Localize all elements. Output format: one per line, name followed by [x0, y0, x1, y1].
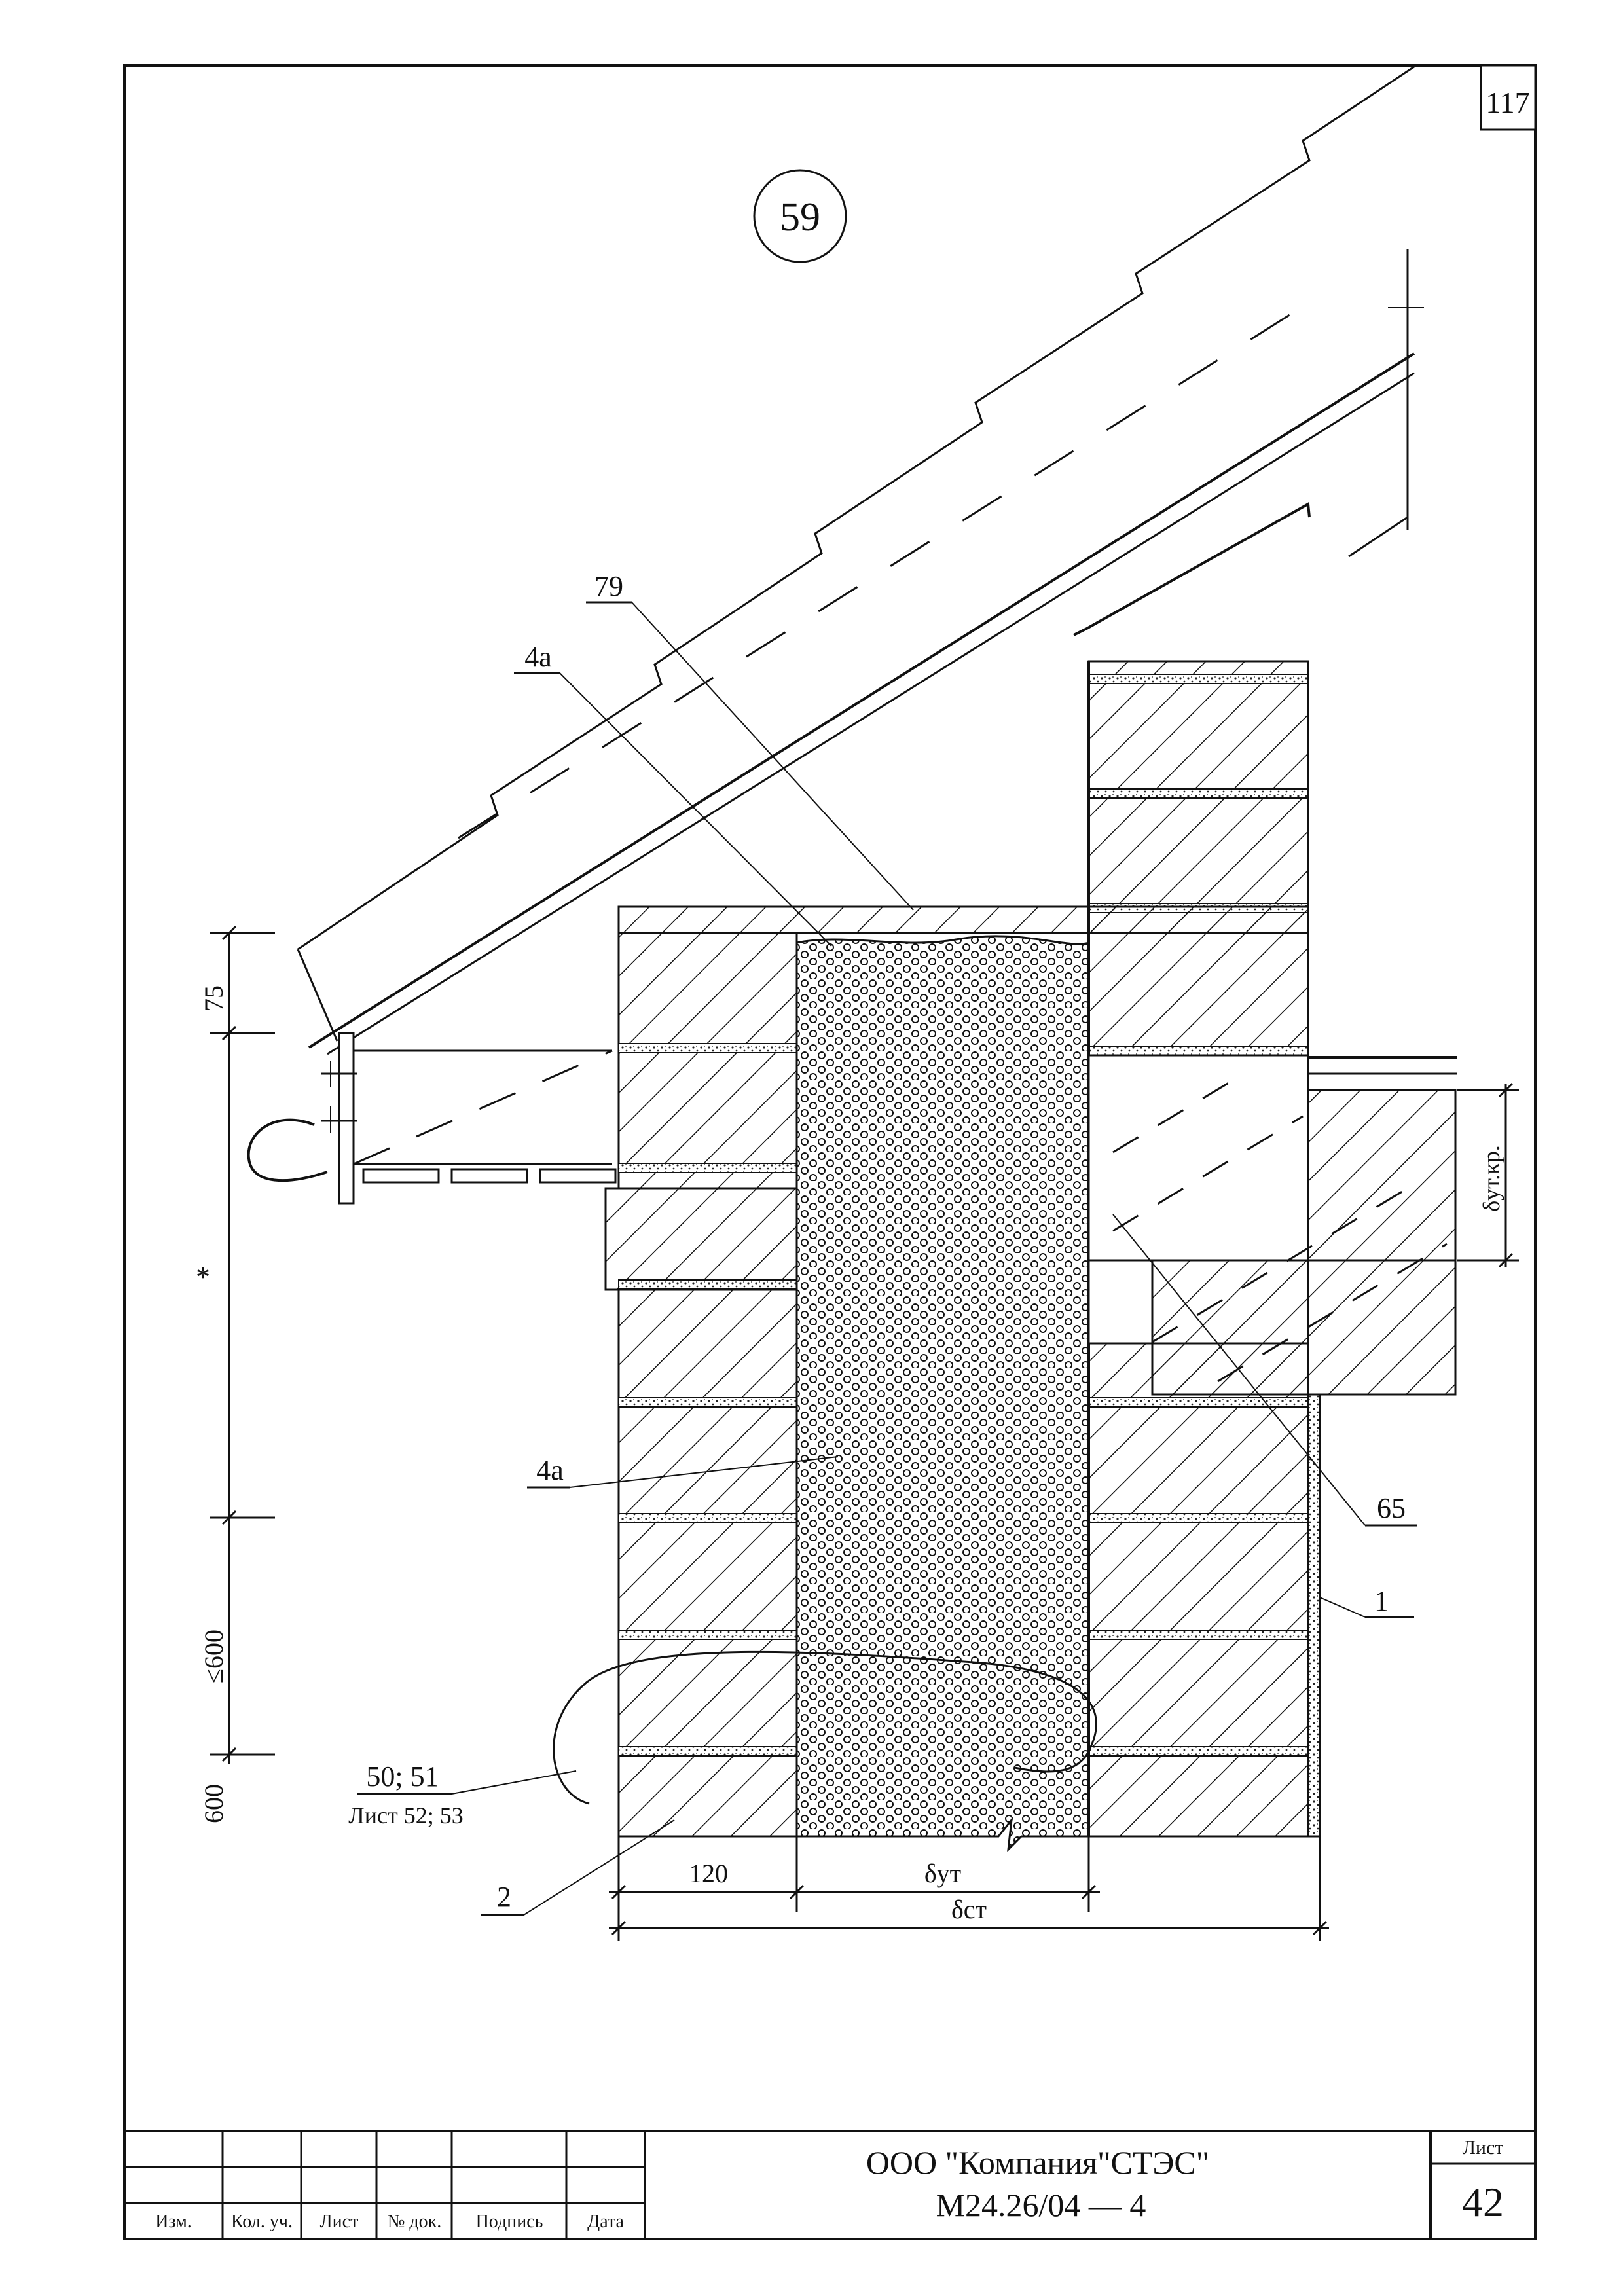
floor-slab [1087, 1054, 1457, 1396]
company-name: ООО "Компания"СТЭС" [866, 2144, 1209, 2181]
callout-4a-top: 4а [514, 641, 832, 947]
dim-insulation-thickness: δут [924, 1859, 961, 1888]
slab-insulation-dimension: δут.кр. [1457, 1082, 1519, 1268]
title-block: Изм. Кол. уч. Лист № док. Подпись Дата О… [124, 2130, 1535, 2239]
header-doc-no: № док. [388, 2212, 442, 2232]
callout-79: 79 [586, 570, 914, 911]
header-signature: Подпись [476, 2212, 543, 2232]
header-izm: Изм. [155, 2212, 192, 2232]
dim-600-le-label: ≤600 [199, 1630, 228, 1683]
outer-brick-leaf [604, 932, 798, 1838]
sheet-frame [123, 64, 1537, 2240]
header-list: Лист [320, 2212, 359, 2232]
svg-text:4а: 4а [524, 641, 552, 673]
svg-text:50; 51: 50; 51 [366, 1760, 439, 1793]
svg-text:4а: 4а [536, 1454, 564, 1486]
svg-text:65: 65 [1377, 1492, 1406, 1524]
rafter-line [327, 372, 1415, 1055]
svg-text:Лист 52; 53: Лист 52; 53 [348, 1802, 463, 1829]
dim-slab-insulation-label: δут.кр. [1478, 1145, 1504, 1211]
sheet-label: Лист [1463, 2137, 1504, 2159]
dim-75-label: 75 [199, 985, 228, 1011]
header-kol-uch: Кол. уч. [231, 2212, 293, 2232]
svg-text:2: 2 [497, 1881, 511, 1913]
corner-number-box: 117 [1480, 64, 1537, 131]
eave-fascia [247, 1032, 617, 1205]
sheet-number: 42 [1462, 2179, 1504, 2225]
header-date: Дата [587, 2212, 624, 2232]
callout-4a-mid: 4а [527, 1454, 839, 1489]
left-dimension-chain: 75 * ≤600 600 [196, 925, 275, 1823]
svg-text:79: 79 [594, 570, 623, 602]
detail-marker: 59 [753, 169, 847, 263]
gutter [247, 1118, 328, 1182]
bottom-dimension-chain: 120 δут δст [609, 1836, 1329, 1941]
top-plate [617, 905, 1309, 934]
dim-120-label: 120 [689, 1859, 728, 1888]
callout-2: 2 [481, 1819, 675, 1916]
callout-1: 1 [1319, 1585, 1414, 1618]
roof-structure [297, 65, 1424, 1055]
insulation-layer [795, 935, 1090, 1853]
document-code: М24.26/04 — 4 [936, 2187, 1146, 2223]
roof-deck-line [308, 352, 1415, 1049]
dim-wall-thickness: δст [951, 1895, 987, 1924]
callout-65: 65 [1112, 1214, 1417, 1527]
svg-text:1: 1 [1374, 1585, 1389, 1617]
corner-number: 117 [1486, 86, 1529, 119]
dim-star-label: * [196, 1261, 210, 1293]
interior-plaster [1307, 1393, 1321, 1838]
dim-600-label: 600 [199, 1784, 228, 1823]
roof-covering-outline [297, 65, 1415, 951]
detail-reference: 50; 51 Лист 52; 53 [348, 1650, 1097, 1829]
detail-number: 59 [780, 195, 820, 240]
